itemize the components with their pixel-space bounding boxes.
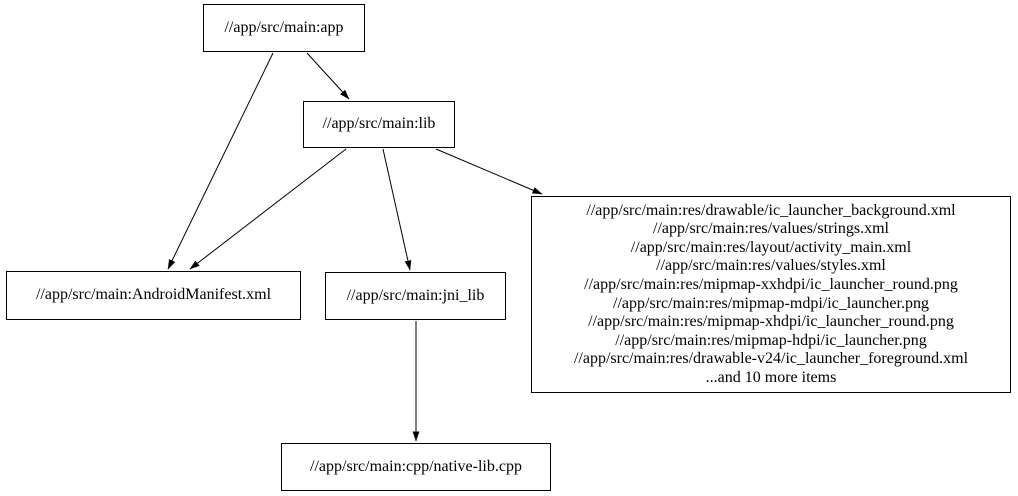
node-native-lib-cpp-label: //app/src/main:cpp/native-lib.cpp (310, 457, 522, 475)
node-jni-lib-label: //app/src/main:jni_lib (346, 286, 485, 304)
node-app: //app/src/main:app (203, 4, 365, 52)
res-file-item: //app/src/main:res/layout/activity_main.… (630, 238, 912, 256)
node-lib-label: //app/src/main:lib (322, 115, 436, 133)
edge-lib-to-android-manifest (189, 148, 347, 270)
res-file-item: //app/src/main:res/drawable/ic_launcher_… (586, 201, 956, 219)
node-android-manifest-label: //app/src/main:AndroidManifest.xml (35, 286, 272, 304)
res-file-item: //app/src/main:res/drawable-v24/ic_launc… (573, 350, 969, 368)
node-res-files: //app/src/main:res/drawable/ic_launcher_… (531, 196, 1011, 393)
res-file-item: //app/src/main:res/values/styles.xml (656, 257, 886, 275)
edge-app-to-lib (306, 52, 350, 100)
edge-app-to-android-manifest (167, 52, 274, 270)
node-app-label: //app/src/main:app (224, 18, 344, 36)
edge-lib-to-jni-lib (382, 148, 412, 271)
res-file-item: //app/src/main:res/mipmap-mdpi/ic_launch… (613, 294, 929, 312)
res-file-item: //app/src/main:res/values/strings.xml (653, 220, 889, 238)
node-native-lib-cpp: //app/src/main:cpp/native-lib.cpp (281, 443, 551, 491)
res-more-items: ...and 10 more items (705, 368, 837, 386)
res-file-item: //app/src/main:res/mipmap-xxhdpi/ic_laun… (584, 275, 958, 293)
res-file-item: //app/src/main:res/mipmap-hdpi/ic_launch… (615, 331, 927, 349)
node-jni-lib: //app/src/main:jni_lib (325, 272, 506, 320)
node-lib: //app/src/main:lib (303, 101, 455, 148)
edge-lib-to-res-files (435, 148, 543, 195)
node-android-manifest: //app/src/main:AndroidManifest.xml (6, 271, 301, 320)
res-file-item: //app/src/main:res/mipmap-xhdpi/ic_launc… (588, 313, 954, 331)
